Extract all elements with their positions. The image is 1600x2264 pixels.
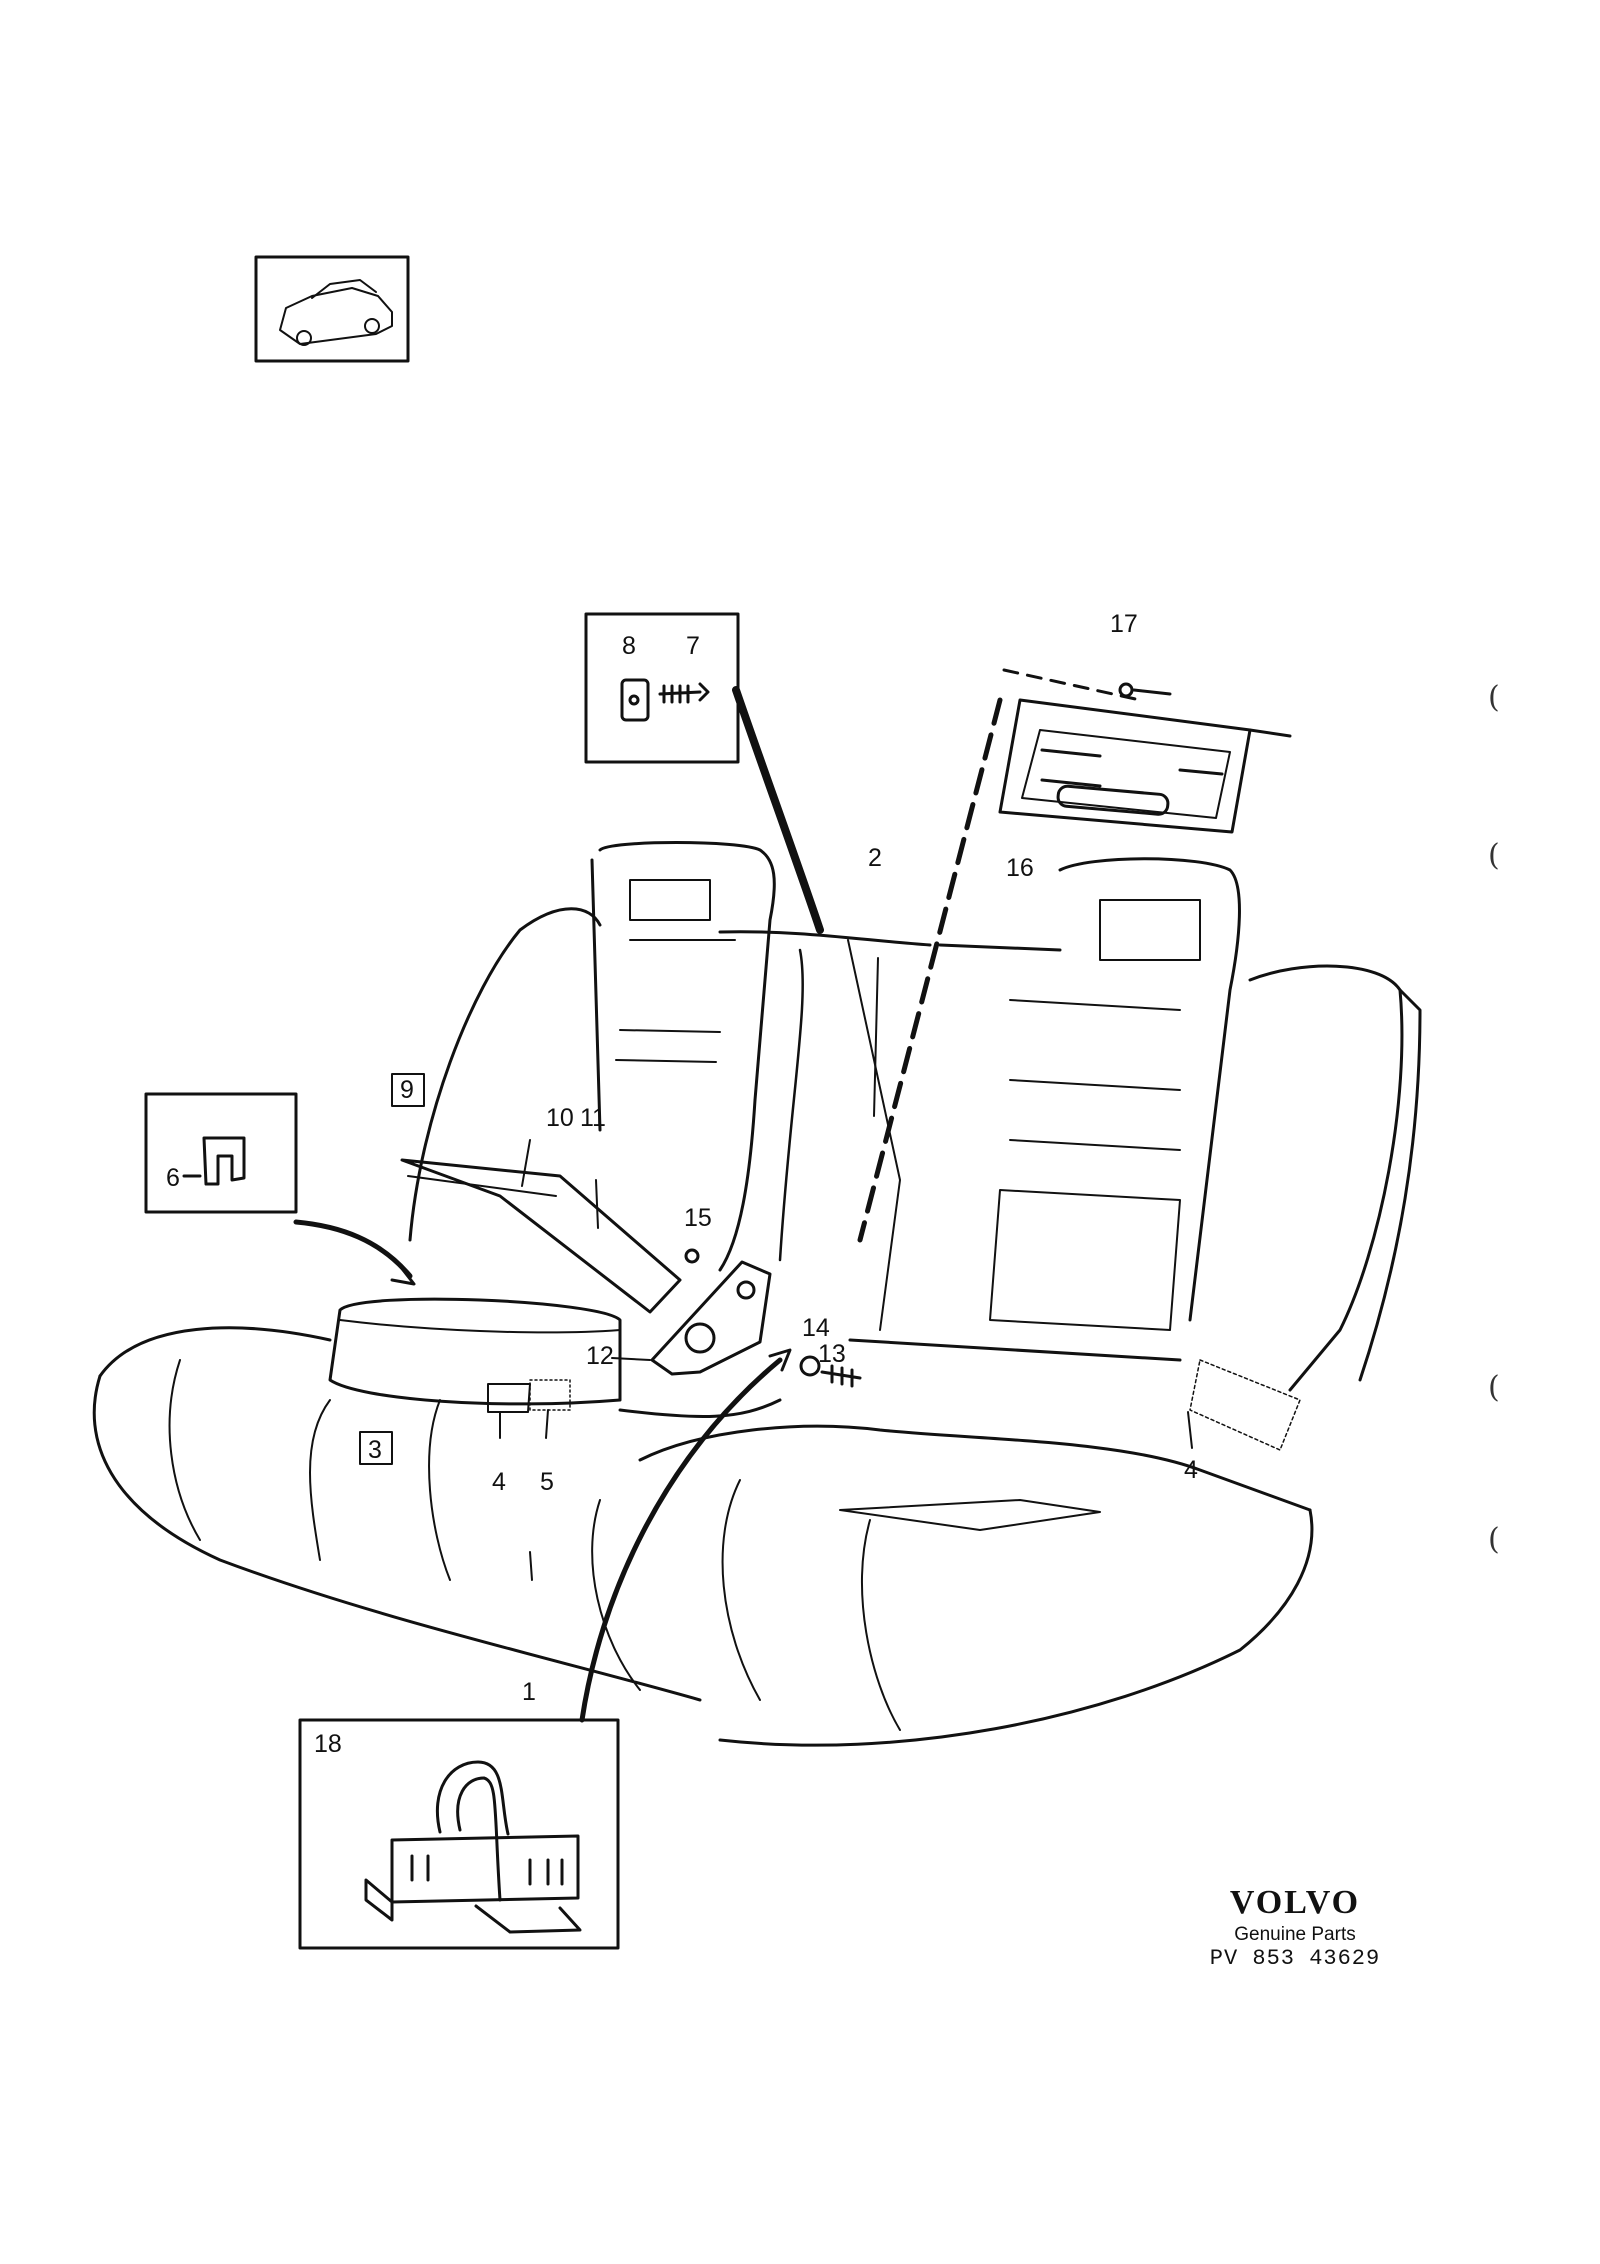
part-label-18: 18 (314, 1730, 342, 1758)
part-label-8: 8 (622, 632, 636, 660)
wire-frame-icon (435, 1760, 510, 1836)
part-label-5: 5 (540, 1468, 554, 1496)
bracket-icon (998, 668, 1292, 834)
part-label-6: 6 (166, 1164, 180, 1192)
inset-spring-clip (144, 1092, 416, 1286)
inset-clip-screw (584, 612, 824, 934)
part-label-16: 16 (1006, 854, 1034, 882)
armrest (328, 1158, 682, 1413)
car-thumbnail-icon (254, 255, 410, 363)
brand-block: VOLVO Genuine Parts PV 853 43629 (1200, 1884, 1390, 1971)
part-label-9: 9 (400, 1076, 414, 1104)
part-label-11: 11 (580, 1104, 606, 1132)
part-label-7: 7 (686, 632, 700, 660)
part-label-2: 2 (868, 844, 882, 872)
margin-mark: ( (1488, 1522, 1500, 1557)
part-number: PV 853 43629 (1209, 1946, 1381, 1971)
seat-backrest (408, 841, 1422, 1392)
brand-subtitle: Genuine Parts (1234, 1924, 1356, 1945)
part-label-17: 17 (1110, 610, 1138, 638)
part-label-4b: 4 (1184, 1456, 1198, 1484)
part-label-10: 10 (546, 1104, 574, 1132)
margin-mark: ( (1488, 838, 1500, 873)
seat-cushion (92, 1326, 1314, 1747)
margin-mark: ( (1488, 1370, 1500, 1405)
part-label-15: 15 (684, 1204, 712, 1232)
part-label-14: 14 (802, 1314, 830, 1342)
part-label-12: 12 (586, 1342, 614, 1370)
part-label-1: 1 (522, 1678, 536, 1706)
margin-mark: ( (1488, 680, 1500, 715)
part-label-4a: 4 (492, 1468, 506, 1496)
brand-name: VOLVO (1229, 1884, 1361, 1921)
hinge-icon (650, 1248, 862, 1388)
screw-icon (658, 682, 710, 704)
spring-clip-icon (202, 1136, 246, 1186)
part-label-13: 13 (818, 1340, 846, 1368)
part-label-3: 3 (368, 1436, 382, 1464)
clip-icon (620, 678, 650, 722)
